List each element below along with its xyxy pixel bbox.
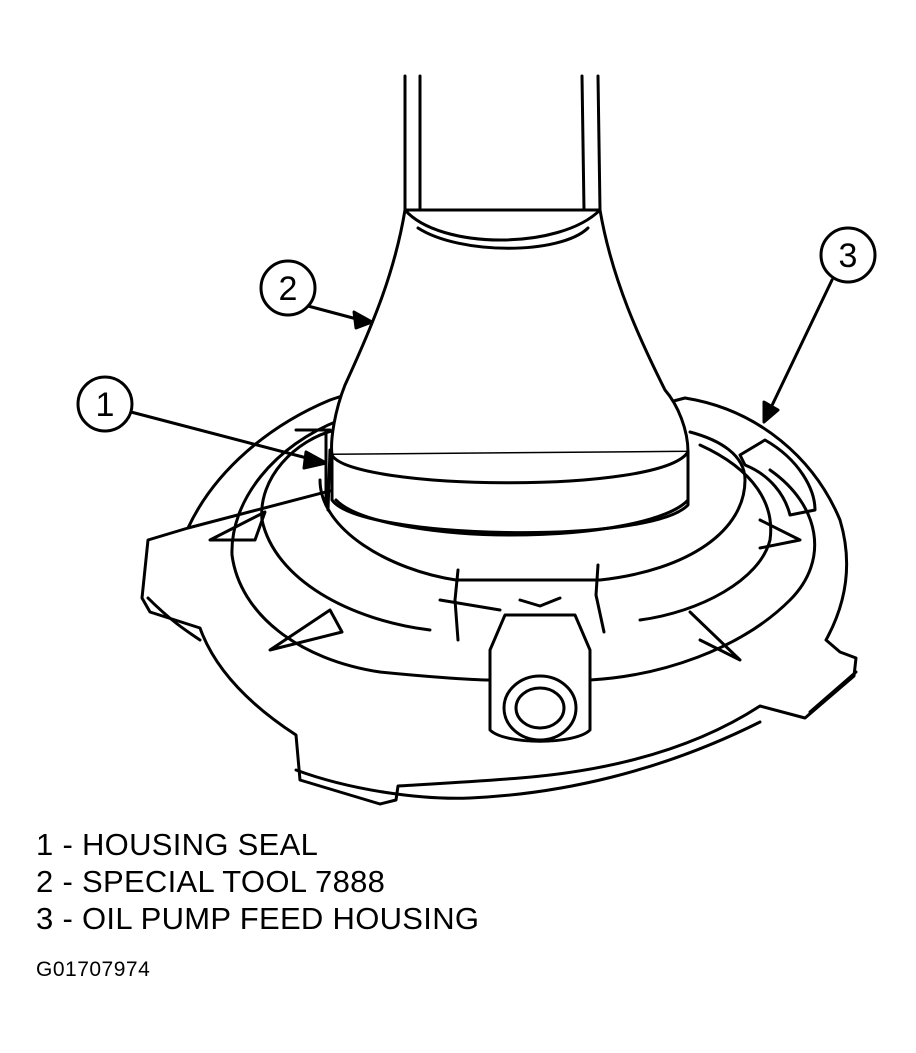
callout-number-2: 2 bbox=[279, 270, 298, 308]
callout-1 bbox=[76, 375, 328, 470]
figure-id: G01707974 bbox=[36, 958, 151, 981]
callout-3 bbox=[762, 226, 877, 424]
callout-number-1: 1 bbox=[96, 386, 115, 424]
legend-item-housing-seal: 1 - HOUSING SEAL bbox=[36, 827, 319, 862]
callout-2 bbox=[259, 259, 374, 330]
parts-legend: 1 - HOUSING SEAL 2 - SPECIAL TOOL 7888 3… bbox=[36, 826, 479, 937]
callout-number-3: 3 bbox=[839, 237, 858, 275]
legend-item-oil-pump-feed-housing: 3 - OIL PUMP FEED HOUSING bbox=[36, 901, 480, 936]
legend-item-special-tool: 2 - SPECIAL TOOL 7888 bbox=[36, 864, 386, 899]
special-tool bbox=[324, 74, 690, 537]
